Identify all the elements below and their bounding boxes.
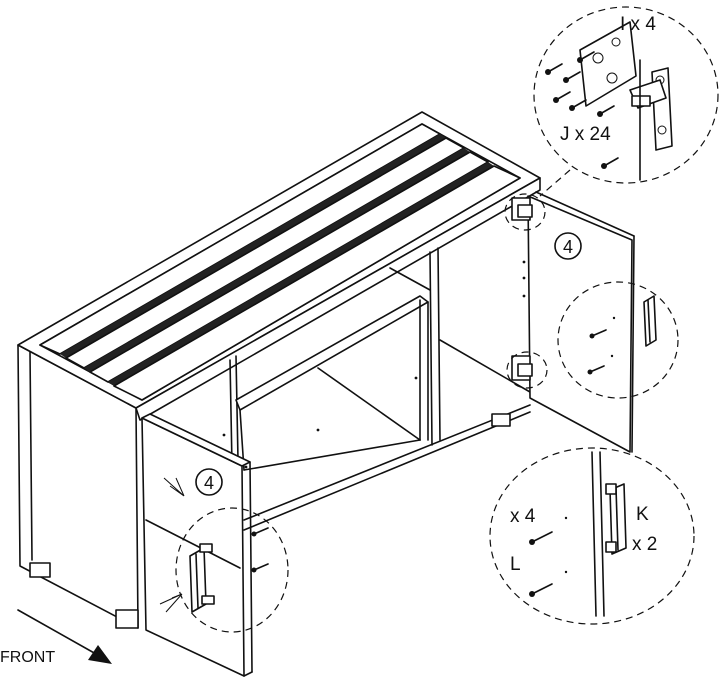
hinge-lower-icon [511, 355, 533, 381]
right-handle-callout [557, 281, 679, 399]
hinge-detail [545, 21, 673, 181]
hinge-screw-label: J x 24 [560, 124, 611, 145]
left-door [141, 413, 253, 677]
step-number: 4 [204, 473, 214, 493]
screw-icon [545, 51, 619, 169]
screw-icon [251, 527, 269, 573]
step-badge-left: 4 [195, 468, 223, 496]
hinge-detail-callout [533, 6, 719, 184]
step-number: 4 [563, 237, 573, 257]
handle-qty-label: x 2 [632, 534, 657, 555]
left-door-handle [189, 543, 215, 613]
top-planks [39, 123, 521, 401]
handle-screw-qty-label: x 4 [510, 506, 536, 527]
handle-detail-callout [489, 447, 695, 625]
right-door [511, 191, 635, 453]
handle-detail [529, 451, 627, 617]
handle-screw-part-label: L [510, 554, 521, 575]
front-label: FRONT [0, 649, 55, 666]
hinge-upper-callout [504, 193, 546, 231]
step-badge-right: 4 [554, 232, 582, 260]
hinge-upper-icon [511, 197, 533, 221]
right-door-handle [587, 295, 657, 375]
screw-icon [529, 531, 553, 597]
front-arrow: FRONT [0, 609, 112, 666]
cabinet-body [17, 111, 541, 629]
hinge-part-label: I x 4 [620, 14, 656, 35]
handle-part-label: K [636, 504, 649, 525]
hinge-lower-callout [506, 351, 548, 389]
left-handle-callout [175, 507, 289, 633]
